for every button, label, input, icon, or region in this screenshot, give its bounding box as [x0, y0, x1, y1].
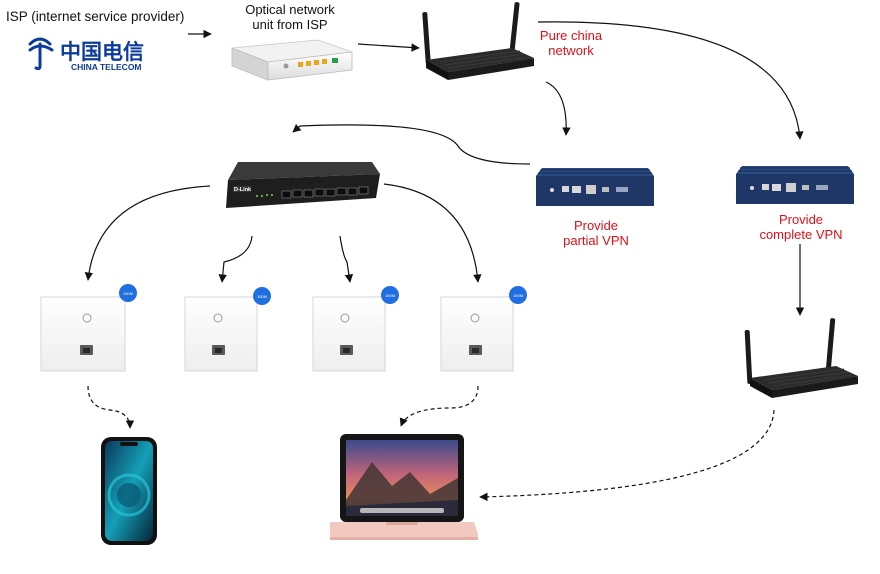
- logo-english-text: CHINA TELECOM: [71, 62, 142, 72]
- ont-device: [231, 39, 353, 81]
- ap-speed-badge-text: 100M: [257, 294, 267, 299]
- ont-port-icon: [332, 58, 338, 63]
- arrow-switch-to-ap1: [84, 185, 211, 281]
- wall-ap-2: 100M: [184, 287, 271, 372]
- ap-speed-badge-text: 100M: [385, 293, 395, 298]
- china-telecom-logo: 中国电信 CHINA TELECOM: [28, 37, 144, 72]
- arrow-switch-to-ap4: [383, 183, 482, 283]
- wifi-ap4-to-laptop: [399, 385, 479, 427]
- mini-pc-complete-vpn: [736, 166, 854, 204]
- arrow-router-to-partial-vpn: [545, 81, 571, 136]
- logo-chinese-text: 中国电信: [60, 40, 144, 64]
- arrow-router-to-complete-vpn: [537, 21, 804, 140]
- wifi-ap1-to-phone: [87, 385, 135, 429]
- switch-ports: [281, 186, 369, 199]
- complete-vpn-label: Provide complete VPN: [759, 212, 843, 242]
- vpn-router: [744, 318, 858, 398]
- wall-ap-4: 100M: [440, 286, 527, 372]
- phone-notch: [120, 442, 138, 446]
- wireless-connections: [87, 385, 775, 502]
- laptop-device: [330, 434, 478, 540]
- pure-china-label: Pure china network: [539, 28, 603, 58]
- arrow-partial-vpn-to-switch: [292, 123, 531, 165]
- ont-fiber-port-icon: [283, 63, 289, 69]
- partial-vpn-label: Provide partial VPN: [563, 218, 629, 248]
- wall-ap-3: 100M: [312, 286, 399, 372]
- arrow-ont-to-router: [357, 43, 420, 52]
- ont-label: Optical network unit from ISP: [245, 2, 335, 32]
- ap-speed-badge: [253, 287, 271, 305]
- isp-label: ISP (internet service provider): [6, 9, 185, 24]
- dlink-switch: D-Link: [226, 162, 380, 208]
- ap-speed-badge-text: 100M: [123, 291, 133, 296]
- arrow-switch-to-ap2: [218, 235, 253, 283]
- ap-speed-badge: [119, 284, 137, 302]
- main-router: [422, 2, 534, 80]
- wifi-vpn-router-to-laptop: [479, 409, 775, 502]
- switch-brand-label: D-Link: [234, 187, 252, 193]
- wall-ap-1: 100M: [40, 284, 137, 372]
- ap-speed-badge: [509, 286, 527, 304]
- phone-device: [101, 437, 157, 545]
- ont-port-icon: [322, 59, 327, 64]
- ont-port-icon: [306, 61, 311, 66]
- ont-port-icon: [298, 62, 303, 67]
- ont-port-icon: [314, 60, 319, 65]
- china-telecom-emblem-icon: [28, 37, 54, 71]
- arrow-switch-to-ap3: [339, 235, 354, 283]
- mini-pc-partial-vpn: [536, 168, 654, 206]
- laptop-dock: [360, 508, 444, 513]
- ap-speed-badge-text: 100M: [513, 293, 523, 298]
- solid-connections: [84, 21, 805, 316]
- ap-speed-badge: [381, 286, 399, 304]
